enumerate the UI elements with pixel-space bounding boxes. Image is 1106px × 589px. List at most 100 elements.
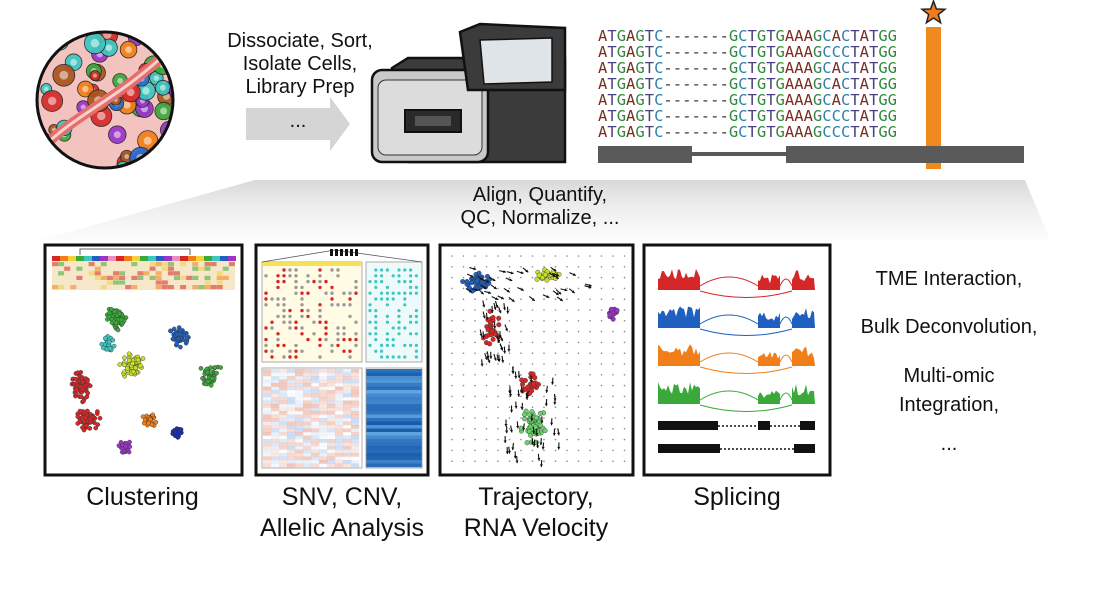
trajectory-grid-dot: [566, 363, 568, 365]
velocity-arrowhead: [555, 292, 559, 295]
cnv-cell: [335, 421, 344, 426]
tissue-cell: [141, 160, 164, 168]
cluster-heatmap-annot: [60, 256, 68, 261]
cluster-heatmap-cell: [216, 280, 223, 285]
velocity-arrowhead: [552, 274, 556, 277]
cnv-band: [366, 379, 422, 384]
trajectory-grid-dot: [531, 309, 534, 311]
cluster-point: [111, 343, 117, 349]
velocity-arrowhead: [505, 451, 509, 455]
trajectory-grid-dot: [531, 460, 534, 463]
trajectory-grid-dot: [520, 374, 522, 376]
trajectory-grid-dot: [577, 276, 580, 279]
velocity-arrowhead: [511, 370, 515, 374]
snv-dot: [282, 314, 286, 319]
cnv-cell: [263, 463, 272, 468]
cluster-heatmap-annot: [140, 256, 148, 261]
trajectory-grid-dot: [566, 255, 568, 257]
cnv-cell: [303, 379, 312, 384]
trajectory-grid-dot: [485, 255, 488, 257]
tissue-cell-nucleus: [47, 96, 57, 106]
cnv-cell: [271, 393, 280, 398]
cnv-cell: [335, 463, 344, 468]
cnv-cell: [287, 407, 296, 412]
tissue-cell-nucleus: [144, 164, 150, 168]
trajectory-grid-dot: [600, 287, 603, 290]
cnv-cell: [271, 463, 280, 468]
cluster-point: [106, 314, 112, 320]
cluster-heatmap-cell: [113, 280, 119, 285]
snv-dot-2: [368, 303, 372, 307]
snv-dot-2: [391, 291, 395, 295]
trajectory-grid-dot: [589, 320, 591, 322]
snv-dot: [264, 291, 268, 295]
cluster-point: [103, 335, 108, 341]
cnv-cell: [295, 449, 304, 454]
tissue-cell-nucleus: [56, 37, 64, 45]
trajectory-grid-dot: [612, 449, 614, 452]
trajectory-cell: [607, 312, 613, 318]
trajectory-grid-dot: [600, 438, 603, 441]
trajectory-grid-dot: [508, 255, 511, 257]
cnv-cell: [303, 432, 312, 436]
velocity-arrowhead: [490, 310, 494, 313]
trajectory-grid-dot: [612, 287, 614, 290]
cnv-cell: [287, 439, 296, 443]
snv-dot-2: [368, 332, 372, 336]
velocity-arrowhead: [526, 395, 530, 398]
cnv-cell: [351, 379, 360, 384]
cnv-cell: [303, 453, 312, 457]
panel-label-splicing: Splicing: [640, 482, 834, 513]
snv-dot: [300, 332, 304, 336]
tissue-cell-nucleus: [70, 58, 77, 66]
trajectory-grid-dot: [543, 266, 545, 268]
snv-dot: [342, 291, 346, 295]
cnv-cell: [279, 397, 288, 401]
velocity-arrowhead: [588, 283, 592, 287]
cluster-heatmap-cell: [161, 266, 168, 271]
cluster-point: [150, 412, 156, 418]
cnv-cell: [295, 400, 304, 405]
snv-dot: [294, 349, 298, 353]
snv-dot-2: [374, 309, 378, 313]
snv-dot-2: [414, 291, 418, 295]
trajectory-grid-dot: [451, 298, 453, 301]
snv-dot: [264, 274, 268, 278]
trajectory-grid-dot: [520, 320, 522, 322]
sequencer-illustration: [370, 22, 567, 164]
junction-arc: [699, 352, 759, 363]
snv-dot: [348, 314, 352, 319]
trajectory-grid-dot: [531, 276, 534, 279]
prep-steps-label: Dissociate, Sort, Isolate Cells, Library…: [200, 30, 400, 99]
cnv-cell: [279, 369, 288, 373]
cnv-cell: [351, 421, 360, 426]
tissue-cell-nucleus: [142, 87, 150, 95]
trajectory-grid-dot: [451, 374, 453, 376]
snv-dot: [294, 343, 298, 348]
trajectory-grid-dot: [485, 309, 488, 311]
snv-dot: [276, 297, 280, 301]
trajectory-grid-dot: [623, 320, 626, 322]
trajectory-grid-dot: [497, 460, 499, 463]
trajectory-grid-dot: [508, 266, 511, 268]
velocity-arrowhead: [520, 287, 524, 291]
cnv-cell: [343, 407, 352, 412]
snv-dot: [354, 337, 358, 342]
trajectory-cell: [614, 307, 620, 313]
trajectory-grid-dot: [485, 363, 488, 365]
tissue-cell-nucleus: [140, 32, 148, 38]
trajectory-grid-dot: [543, 341, 545, 344]
snv-dot: [330, 349, 334, 353]
trajectory-grid-dot: [566, 406, 568, 409]
trajectory-grid-dot: [462, 266, 465, 268]
trajectory-grid-dot: [462, 352, 465, 355]
trajectory-grid-dot: [462, 395, 465, 398]
cnv-cell: [287, 386, 296, 391]
snv-marker: [330, 249, 333, 256]
side-tme: TME Interaction,: [875, 268, 1023, 290]
cnv-band: [366, 393, 422, 398]
trajectory-grid-dot: [543, 287, 545, 290]
trajectory-cell: [466, 285, 472, 291]
trajectory-grid-dot: [520, 363, 522, 365]
